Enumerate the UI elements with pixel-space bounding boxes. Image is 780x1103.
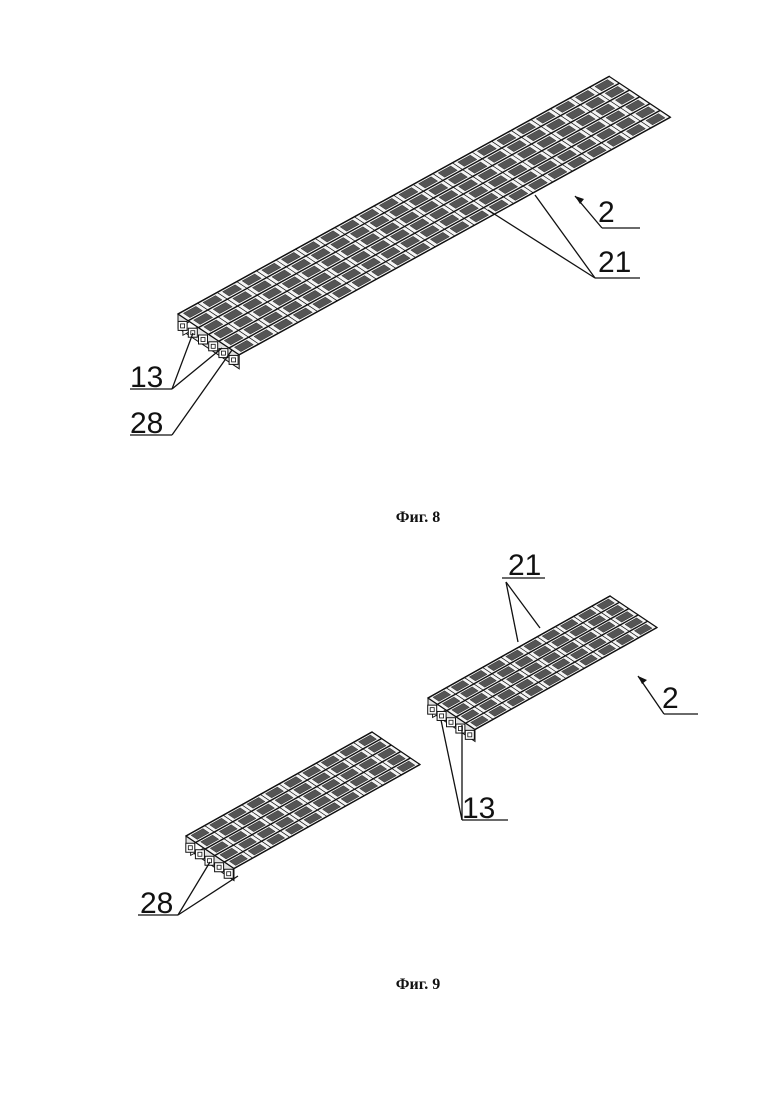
end-socket-hole	[188, 846, 192, 850]
label-2: 2	[662, 682, 679, 715]
end-socket-hole	[181, 324, 185, 328]
grating-frame	[178, 76, 670, 368]
end-socket-hole	[232, 358, 236, 362]
label-2: 2	[598, 196, 615, 229]
figure-caption: Фиг. 8	[396, 509, 440, 526]
end-socket-hole	[198, 852, 202, 856]
end-socket-hole	[449, 720, 453, 724]
long-rail	[178, 76, 609, 314]
long-rail	[198, 90, 629, 328]
label-13: 13	[462, 792, 495, 825]
label-13: 13	[130, 361, 163, 394]
long-rail	[219, 104, 650, 342]
end-socket-hole	[211, 344, 215, 348]
grating-frame	[186, 732, 420, 881]
long-rail	[209, 97, 640, 335]
end-socket-hole	[440, 714, 444, 718]
end-socket-hole	[227, 872, 231, 876]
label-28: 28	[140, 887, 173, 920]
grating-frame	[428, 596, 657, 742]
grating-panel-long	[178, 76, 670, 368]
end-socket-hole	[217, 865, 221, 869]
long-rail	[188, 83, 619, 321]
end-socket-hole	[201, 338, 205, 342]
figure-8: 2 21 13 28 Фиг. 8	[130, 76, 670, 526]
end-socket-hole	[221, 351, 225, 355]
grating-panel-left	[186, 732, 420, 881]
figure-caption: Фиг. 9	[396, 976, 440, 993]
long-rail	[447, 609, 629, 711]
figure-9: 21 2 13 28 Фиг. 9	[138, 549, 698, 993]
long-rail	[456, 615, 638, 717]
end-socket-hole	[468, 733, 472, 737]
grating-panel-right	[428, 596, 657, 742]
long-rail	[239, 117, 670, 355]
label-21: 21	[598, 246, 631, 279]
long-rail	[229, 110, 660, 348]
label-28: 28	[130, 407, 163, 440]
end-socket-hole	[430, 708, 434, 712]
label-21: 21	[508, 549, 541, 582]
